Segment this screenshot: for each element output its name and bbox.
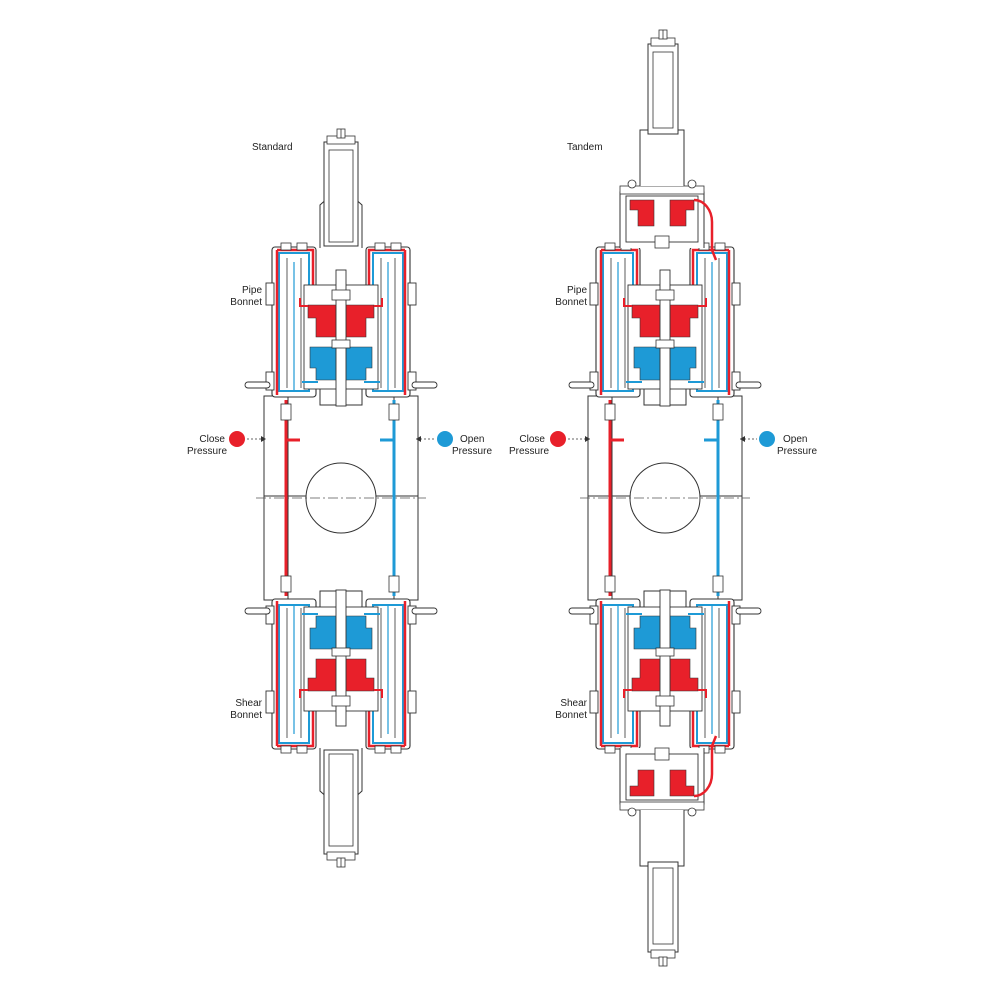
pipe-bonnet-label-line1: Pipe: [567, 285, 587, 296]
close-pressure-label-line2: Pressure: [509, 446, 549, 457]
standard-preventer: [229, 128, 453, 868]
shear-bonnet-label-line1: Shear: [235, 698, 262, 709]
open-pressure-label-line2: Pressure: [777, 446, 817, 457]
open-pressure-label-line1: Open: [460, 434, 484, 445]
tandem-title: Tandem: [567, 142, 603, 153]
open-pressure-label-line1: Open: [783, 434, 807, 445]
tandem-preventer: [550, 28, 775, 968]
pipe-bonnet-label-line1: Pipe: [242, 285, 262, 296]
pipe-bonnet-label-line2: Bonnet: [230, 297, 262, 308]
open-pressure-dot: [759, 431, 775, 447]
close-pressure-label-line2: Pressure: [187, 446, 227, 457]
close-pressure-dot: [550, 431, 566, 447]
close-pressure-label-line1: Close: [199, 434, 225, 445]
open-pressure-label-line2: Pressure: [452, 446, 492, 457]
standard-title: Standard: [252, 142, 293, 153]
shear-bonnet-label-line2: Bonnet: [230, 710, 262, 721]
pipe-bonnet-label-line2: Bonnet: [555, 297, 587, 308]
shear-bonnet-label-line2: Bonnet: [555, 710, 587, 721]
close-pressure-label-line1: Close: [519, 434, 545, 445]
open-pressure-dot: [437, 431, 453, 447]
close-pressure-dot: [229, 431, 245, 447]
shear-bonnet-label-line1: Shear: [560, 698, 587, 709]
